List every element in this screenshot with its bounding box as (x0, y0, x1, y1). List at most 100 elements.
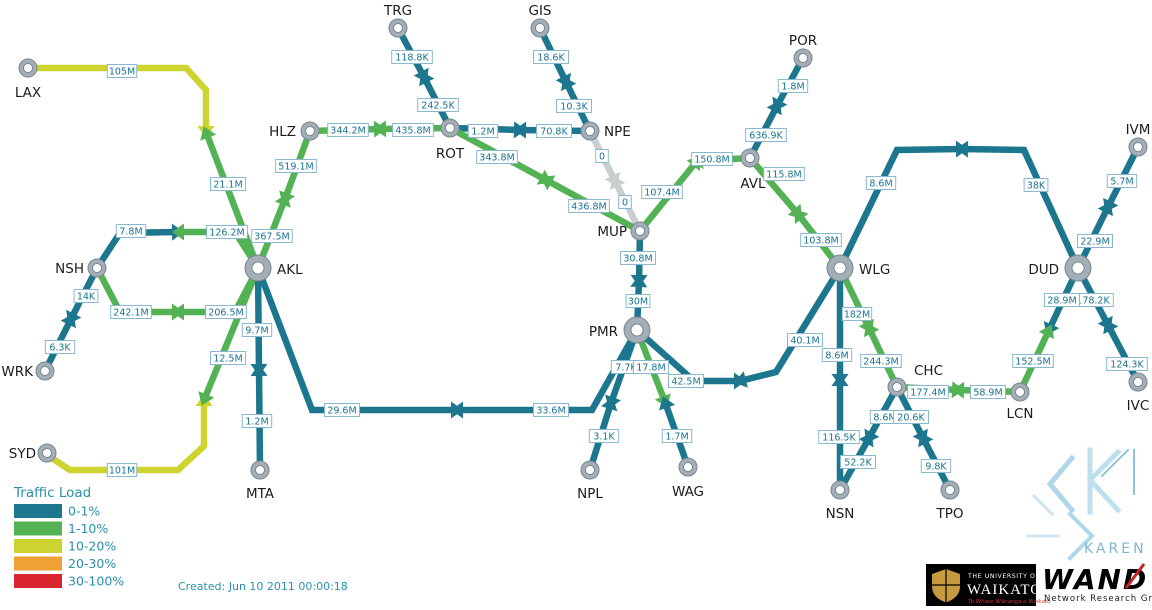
traffic-label-AKL-HLZ[interactable]: 367.5M (251, 229, 293, 243)
traffic-label-AKL-HLZ[interactable]: 519.1M (275, 159, 317, 173)
traffic-label-PMR-NPL[interactable]: 3.1K (588, 429, 620, 443)
traffic-label-GIS-NPE[interactable]: 10.3K (556, 99, 592, 113)
traffic-label-NSH-AKL-lower[interactable]: 242.1M (110, 305, 152, 319)
node-AVL[interactable]: AVL (740, 148, 766, 192)
svg-text:21.1M: 21.1M (213, 180, 242, 191)
traffic-label-HLZ-ROT[interactable]: 344.2M (327, 123, 369, 137)
traffic-label-WLG-NSN[interactable]: 8.6M (821, 348, 853, 362)
traffic-label-NSH-AKL-upper[interactable]: 126.2M (206, 225, 248, 239)
node-ROT[interactable]: ROT (436, 118, 465, 162)
node-POR[interactable]: POR (789, 33, 817, 68)
link-arrow-icon (863, 322, 880, 338)
node-WRK[interactable]: WRK (1, 361, 55, 381)
node-PMR[interactable]: PMR (589, 316, 651, 344)
node-NSN[interactable]: NSN (826, 480, 855, 522)
traffic-label-AKL-PMR[interactable]: 29.6M (324, 403, 360, 417)
traffic-label-WLG-DUD[interactable]: 8.6M (865, 176, 897, 190)
node-label-MUP: MUP (597, 224, 627, 240)
node-HLZ[interactable]: HLZ (269, 121, 320, 141)
traffic-label-WLG-CHC[interactable]: 182M (841, 307, 873, 321)
traffic-label-ROT-TRG[interactable]: 118.8K (391, 50, 433, 64)
node-MTA[interactable]: MTA (246, 460, 275, 502)
node-label-WLG: WLG (859, 262, 890, 278)
traffic-label-MUP-AVL[interactable]: 150.8M (691, 152, 733, 166)
node-WAG[interactable]: WAG (672, 457, 704, 500)
node-TPO[interactable]: TPO (935, 480, 964, 522)
traffic-label-LAX-AKL[interactable]: 21.1M (210, 177, 246, 191)
traffic-label-LAX-AKL[interactable]: 105M (106, 64, 138, 78)
node-GIS[interactable]: GIS (528, 3, 552, 38)
traffic-label-ROT-MUP[interactable]: 436.8M (568, 199, 610, 213)
waikato-text-line3: Te Whare Wānanga o Waikato (968, 599, 1051, 605)
traffic-label-CHC-LCN[interactable]: 177.4M (907, 385, 949, 399)
link-arrow-icon (794, 209, 809, 224)
traffic-label-GIS-NPE[interactable]: 18.6K (533, 50, 569, 64)
traffic-label-NPE-MUP[interactable]: 0 (595, 149, 609, 163)
traffic-label-WLG-NSN[interactable]: 116.5K (818, 430, 860, 444)
traffic-label-DUD-LCN[interactable]: 152.5M (1012, 354, 1054, 368)
traffic-label-NSH-AKL-lower[interactable]: 206.5M (205, 305, 247, 319)
traffic-label-ROT-MUP[interactable]: 343.8M (476, 150, 518, 164)
traffic-label-AKL-PMR[interactable]: 33.6M (533, 403, 569, 417)
traffic-label-DUD-LCN[interactable]: 28.9M (1044, 293, 1080, 307)
traffic-label-HLZ-ROT[interactable]: 435.8M (392, 123, 434, 137)
traffic-label-DUD-IVM[interactable]: 22.9M (1077, 234, 1113, 248)
link-arrow-icon (772, 96, 788, 112)
node-AKL[interactable]: AKL (244, 254, 303, 282)
node-NSH[interactable]: NSH (55, 258, 107, 278)
node-MUP[interactable]: MUP (597, 221, 650, 241)
node-LCN[interactable]: LCN (1006, 382, 1034, 422)
link-SYD-AKL (45, 394, 213, 474)
node-WLG[interactable]: WLG (826, 254, 890, 282)
traffic-label-ROT-NPE[interactable]: 70.8K (536, 124, 572, 138)
traffic-label-AVL-WLG[interactable]: 115.8M (763, 167, 805, 181)
legend-title: Traffic Load (13, 485, 91, 501)
node-DUD[interactable]: DUD (1028, 254, 1092, 282)
traffic-label-MUP-PMR[interactable]: 30M (625, 294, 651, 308)
traffic-label-AKL-MTA[interactable]: 9.7M (241, 323, 273, 337)
traffic-label-SYD-AKL[interactable]: 101M (106, 463, 138, 477)
traffic-label-CHC-TPO[interactable]: 9.8K (920, 459, 952, 473)
waikato-shield-detail (932, 569, 960, 603)
traffic-label-PMR-WAG[interactable]: 1.7M (661, 429, 693, 443)
node-NPL[interactable]: NPL (577, 460, 603, 502)
traffic-label-SYD-AKL[interactable]: 12.5M (210, 351, 246, 365)
traffic-label-MUP-AVL[interactable]: 107.4M (641, 185, 683, 199)
traffic-label-NSH-WRK[interactable]: 14K (73, 289, 99, 303)
traffic-label-WLG-CHC[interactable]: 244.3M (860, 354, 902, 368)
traffic-label-NSH-AKL-upper[interactable]: 7.8M (115, 224, 147, 238)
traffic-label-DUD-IVM[interactable]: 5.7M (1106, 174, 1138, 188)
traffic-label-PMR-WAG[interactable]: 17.8M (633, 360, 669, 374)
traffic-label-WLG-DUD[interactable]: 38K (1023, 178, 1049, 192)
node-NPE[interactable]: NPE (580, 121, 631, 141)
traffic-label-ROT-TRG[interactable]: 242.5K (417, 98, 459, 112)
node-LAX[interactable]: LAX (15, 58, 41, 101)
link-arrow-icon (198, 391, 215, 406)
traffic-label-ROT-NPE[interactable]: 1.2M (467, 124, 499, 138)
traffic-label-NSH-WRK[interactable]: 6.3K (44, 340, 76, 354)
traffic-label-NPE-MUP[interactable]: 0 (618, 195, 632, 209)
node-CHC[interactable]: CHC (887, 363, 943, 397)
traffic-label-AVL-WLG[interactable]: 103.8M (800, 233, 842, 247)
traffic-label-CHC-NSN[interactable]: 52.2K (840, 455, 876, 469)
traffic-label-AVL-POR[interactable]: 1.8M (777, 79, 809, 93)
traffic-label-CHC-LCN[interactable]: 58.9M (970, 385, 1006, 399)
link-arrow-icon (451, 401, 463, 419)
node-IVC[interactable]: IVC (1127, 372, 1150, 414)
traffic-label-AKL-MTA[interactable]: 1.2M (241, 414, 273, 428)
node-IVM[interactable]: IVM (1126, 122, 1151, 157)
node-SYD[interactable]: SYD (9, 443, 57, 463)
link-arrow-icon (658, 396, 676, 411)
node-label-SYD: SYD (9, 446, 36, 462)
traffic-label-CHC-TPO[interactable]: 20.6K (893, 410, 929, 424)
traffic-label-PMR-WLG[interactable]: 40.1M (787, 333, 823, 347)
node-label-ROT: ROT (436, 146, 465, 162)
traffic-label-MUP-PMR[interactable]: 30.8M (620, 251, 656, 265)
node-TRG[interactable]: TRG (383, 3, 412, 38)
traffic-label-AVL-POR[interactable]: 636.9K (745, 128, 787, 142)
traffic-label-PMR-WLG[interactable]: 42.5M (668, 374, 704, 388)
link-arrow-icon (831, 374, 849, 386)
traffic-label-DUD-IVC[interactable]: 124.3K (1106, 357, 1148, 371)
svg-text:1.8M: 1.8M (781, 82, 804, 93)
